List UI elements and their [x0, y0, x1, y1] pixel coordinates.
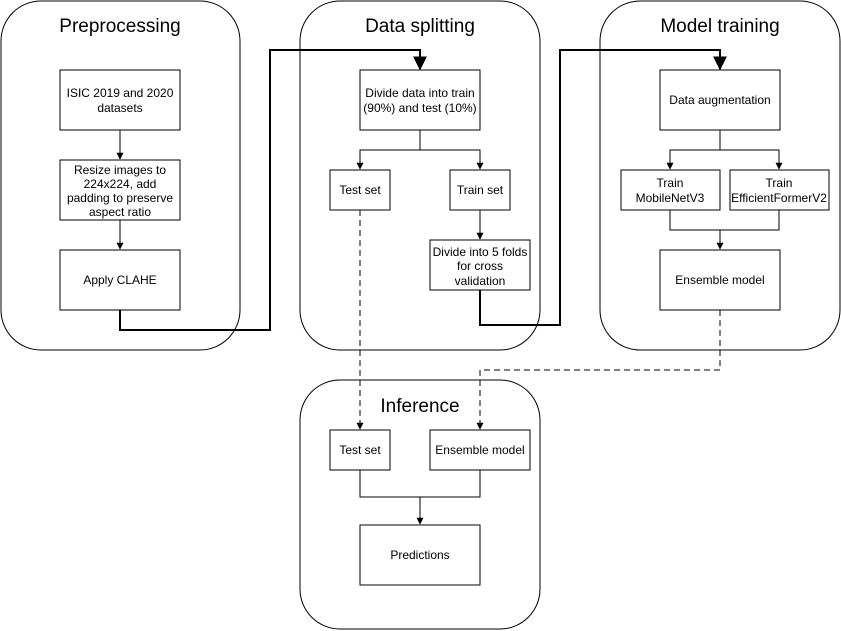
edge-models-join — [669, 210, 780, 231]
node-ensemble-model: Ensemble model — [659, 249, 781, 311]
panel-title-model-training: Model training — [660, 16, 779, 37]
node-divide-train-test: Divide data into train (90%) and test (1… — [359, 69, 481, 131]
svg-text:(90%) and test (10%): (90%) and test (10%) — [363, 101, 476, 115]
svg-text:Train set: Train set — [457, 183, 504, 197]
svg-text:datasets: datasets — [97, 101, 142, 115]
svg-text:Test set: Test set — [339, 183, 381, 197]
svg-text:Ensemble model: Ensemble model — [435, 443, 524, 457]
edge-ensemble-to-inference-ensemble — [476, 310, 721, 430]
edge-folds-to-augmentation — [479, 49, 727, 326]
svg-text:Resize images to: Resize images to — [74, 163, 166, 177]
svg-text:aspect ratio: aspect ratio — [89, 205, 151, 219]
node-train-mobilenet: Train MobileNetV3 — [620, 169, 721, 211]
node-resize-images: Resize images to 224x224, add padding to… — [59, 159, 181, 221]
svg-text:for cross: for cross — [457, 259, 503, 273]
node-inference-test-set: Test set — [329, 429, 391, 471]
svg-text:validation: validation — [455, 274, 506, 288]
svg-text:Divide into 5 folds: Divide into 5 folds — [433, 245, 528, 259]
svg-text:Predictions: Predictions — [390, 548, 449, 562]
node-inference-ensemble-model: Ensemble model — [429, 429, 531, 471]
svg-text:Ensemble model: Ensemble model — [675, 273, 764, 287]
node-isic-datasets: ISIC 2019 and 2020 datasets — [59, 69, 181, 131]
panel-title-data-splitting: Data splitting — [365, 16, 475, 37]
svg-text:Apply CLAHE: Apply CLAHE — [83, 273, 156, 287]
node-test-set: Test set — [329, 169, 391, 211]
edge-augment-to-efficientformer — [720, 149, 783, 170]
edge-divide-to-test — [356, 130, 421, 170]
edge-augment-to-mobilenet — [666, 130, 721, 170]
node-predictions: Predictions — [359, 524, 481, 586]
svg-text:Test set: Test set — [339, 443, 381, 457]
svg-text:EfficientFormerV2: EfficientFormerV2 — [731, 191, 827, 205]
svg-text:MobileNetV3: MobileNetV3 — [636, 191, 705, 205]
node-data-augmentation: Data augmentation — [659, 69, 781, 131]
svg-text:Divide data into train: Divide data into train — [365, 86, 474, 100]
svg-text:padding to preserve: padding to preserve — [67, 191, 173, 205]
svg-text:Train: Train — [657, 176, 684, 190]
svg-text:224x224, add: 224x224, add — [84, 177, 157, 191]
edge-divide-to-train — [420, 149, 484, 170]
node-train-set: Train set — [449, 169, 511, 211]
panel-title-inference: Inference — [380, 396, 459, 417]
node-train-efficientformer: Train EfficientFormerV2 — [729, 169, 830, 211]
panel-title-preprocessing: Preprocessing — [59, 16, 180, 37]
svg-text:ISIC 2019 and 2020: ISIC 2019 and 2020 — [67, 86, 174, 100]
svg-text:Data augmentation: Data augmentation — [669, 93, 770, 107]
svg-text:Train: Train — [766, 176, 793, 190]
edge-clahe-to-divide — [119, 49, 427, 331]
node-apply-clahe: Apply CLAHE — [59, 249, 181, 311]
node-divide-folds: Divide into 5 folds for cross validation — [429, 239, 531, 291]
